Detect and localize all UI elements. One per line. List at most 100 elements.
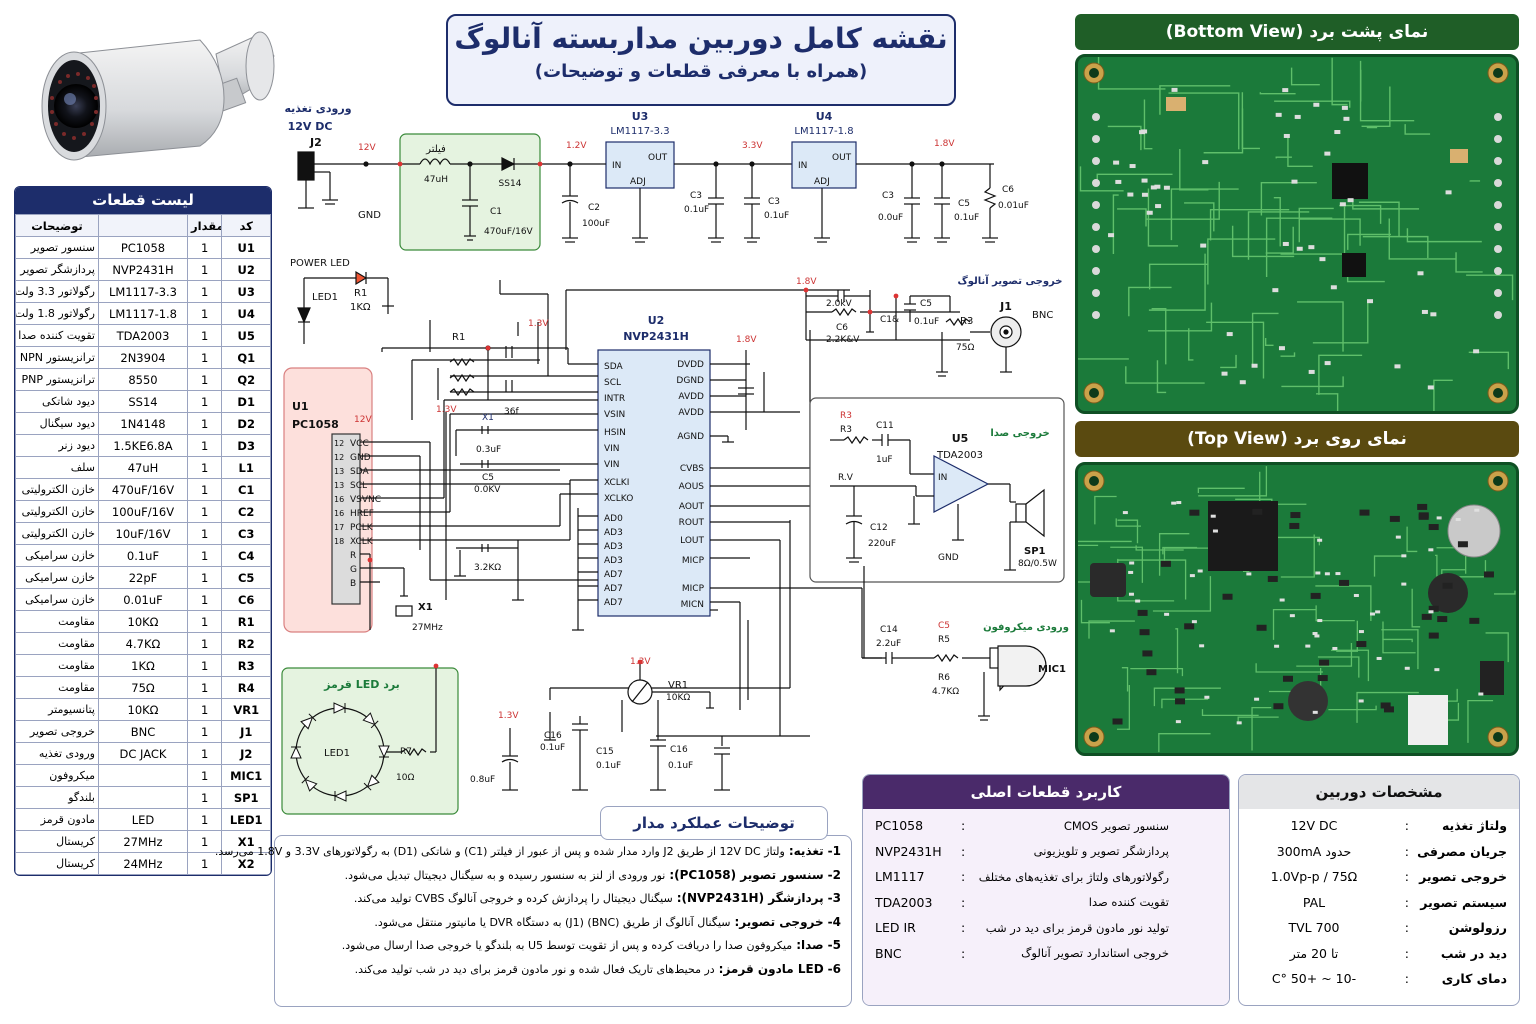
u2-left-pin-label: VIN bbox=[604, 444, 620, 454]
parts-cell-value: 1.5KE6.8A bbox=[97, 434, 189, 457]
parts-cell-desc: خازن سرامیکی bbox=[15, 566, 99, 589]
operation-head: LED مادون قرمز: bbox=[718, 961, 824, 976]
smd-pad bbox=[1473, 349, 1480, 354]
parts-cell-qty: 1 bbox=[187, 676, 223, 699]
pcb-trace bbox=[1433, 379, 1453, 411]
u3-pin-adj: ADJ bbox=[630, 177, 646, 187]
mounting-hole-center bbox=[1493, 476, 1503, 486]
j2-jack bbox=[297, 151, 315, 181]
mid-cval1: 0.3uF bbox=[476, 445, 501, 455]
parts-cell-value: 470uF/16V bbox=[97, 478, 189, 501]
parts-cell-desc: کریستال bbox=[15, 852, 99, 875]
parts-cell-desc: خازن سرامیکی bbox=[15, 588, 99, 611]
main-part-row: NVP2431H:پردازشگر تصویر و تلویزیونی bbox=[863, 839, 1229, 865]
parts-cell-desc: خازن سرامیکی bbox=[15, 544, 99, 567]
header-pad bbox=[1092, 289, 1100, 297]
parts-cell-value: 4.7KΩ bbox=[97, 632, 189, 655]
pcb-trace bbox=[1079, 166, 1124, 192]
pcb-trace bbox=[1290, 67, 1320, 86]
smd-pad bbox=[1315, 571, 1321, 575]
pcb-trace bbox=[1260, 182, 1317, 216]
parts-cell-value: 10uF/16V bbox=[97, 522, 189, 545]
smd-component bbox=[1289, 522, 1300, 529]
pcb-trace bbox=[1331, 57, 1348, 106]
smd-component bbox=[1442, 582, 1453, 589]
smd-pad bbox=[1317, 538, 1323, 542]
smd-pad bbox=[1139, 130, 1146, 135]
spec-separator: : bbox=[1404, 843, 1409, 859]
parts-cell-desc: ورودی تغذیه bbox=[15, 742, 99, 765]
parts-cell-code: C4 bbox=[221, 544, 271, 567]
smd-pad bbox=[1282, 241, 1289, 246]
smd-pad bbox=[1210, 514, 1216, 518]
smd-pad bbox=[1376, 656, 1382, 660]
u2-left-pin-label: AD7 bbox=[604, 584, 623, 594]
smd-pad bbox=[1226, 332, 1233, 337]
ir-led-ref: LED1 bbox=[324, 748, 350, 759]
top-view-title: نمای روی برد (Top View) bbox=[1075, 421, 1519, 457]
u2-right-pin-label: AVDD bbox=[678, 408, 704, 418]
pcb-trace bbox=[1207, 238, 1276, 285]
pcb-trace bbox=[1265, 217, 1333, 278]
smd-pad bbox=[1394, 364, 1401, 369]
video-r: R3 bbox=[960, 316, 973, 327]
parts-cell-value: 22pF bbox=[97, 566, 189, 589]
parts-cell-code: C5 bbox=[221, 566, 271, 589]
smd-component bbox=[1252, 508, 1263, 515]
smd-pad bbox=[1375, 610, 1381, 614]
u2-right-pin-label: CVBS bbox=[680, 464, 704, 474]
smd-component bbox=[1222, 593, 1233, 600]
u2-left-pin-label: INTR bbox=[604, 394, 625, 404]
parts-cell-desc: ترانزیستور NPN bbox=[15, 346, 99, 369]
spec-row: رزولوشن:700 TVL bbox=[1239, 915, 1519, 941]
operation-line: 4-خروجی تصویر:سیگنال آنالوگ از طریق (BNC… bbox=[275, 911, 851, 935]
parts-cell-desc: دیود سیگنال bbox=[15, 412, 99, 435]
ir-led-diode bbox=[333, 790, 347, 802]
bottom-view-traces bbox=[1078, 57, 1514, 411]
parts-cell-code: X2 bbox=[221, 852, 271, 875]
smd-pad bbox=[1200, 243, 1207, 248]
parts-cell-qty: 1 bbox=[187, 852, 223, 875]
pcb-trace bbox=[1318, 354, 1363, 395]
parts-cell-value: 0.1uF bbox=[97, 544, 189, 567]
header-value bbox=[97, 214, 189, 237]
operation-line: 5-صدا:میکروفون صدا را دریافت کرده و پس ا… bbox=[275, 934, 851, 958]
parts-list-title: لیست قطعات bbox=[15, 187, 271, 214]
pcb-trace bbox=[1088, 620, 1135, 639]
parts-cell-value: 2N3904 bbox=[97, 346, 189, 369]
u1-pin-label: GND bbox=[350, 453, 371, 463]
pcb-trace bbox=[1347, 233, 1391, 250]
parts-cell-qty: 1 bbox=[187, 698, 223, 721]
header-pad bbox=[1092, 311, 1100, 319]
smd-pad bbox=[1108, 233, 1115, 238]
smd-component bbox=[1189, 509, 1200, 516]
page-subtitle: (همراه با معرفی قطعات و توضیحات) bbox=[534, 61, 868, 82]
u2-rail: 1.8V bbox=[736, 335, 757, 345]
parts-cell-desc: خروجی تصویر bbox=[15, 720, 99, 743]
u1-ref: U1 bbox=[292, 400, 309, 413]
main-part-row: BNC:خروجی استاندارد تصویر آنالوگ bbox=[863, 941, 1229, 967]
smd-pad bbox=[1317, 619, 1323, 623]
pcb-trace bbox=[1298, 207, 1334, 243]
parts-cell-value: LED bbox=[97, 808, 189, 831]
smd-pad bbox=[1115, 179, 1122, 184]
operation-line: 1-تغذیه:ولتاژ 12V DC از طریق J2 وارد مدا… bbox=[215, 840, 851, 864]
smd-pad bbox=[1202, 160, 1209, 165]
smd-pad bbox=[1434, 668, 1440, 672]
smd-pad bbox=[1427, 385, 1434, 390]
smd-pad bbox=[1199, 644, 1205, 648]
smd-pad bbox=[1146, 210, 1153, 215]
smd-component bbox=[1450, 149, 1468, 163]
pcb-trace bbox=[1078, 544, 1099, 547]
j1-type: BNC bbox=[1032, 310, 1053, 321]
pcb-trace bbox=[1241, 92, 1260, 150]
spec-separator: : bbox=[1404, 818, 1409, 834]
smd-pad bbox=[1330, 285, 1337, 290]
pcb-trace bbox=[1297, 301, 1344, 352]
